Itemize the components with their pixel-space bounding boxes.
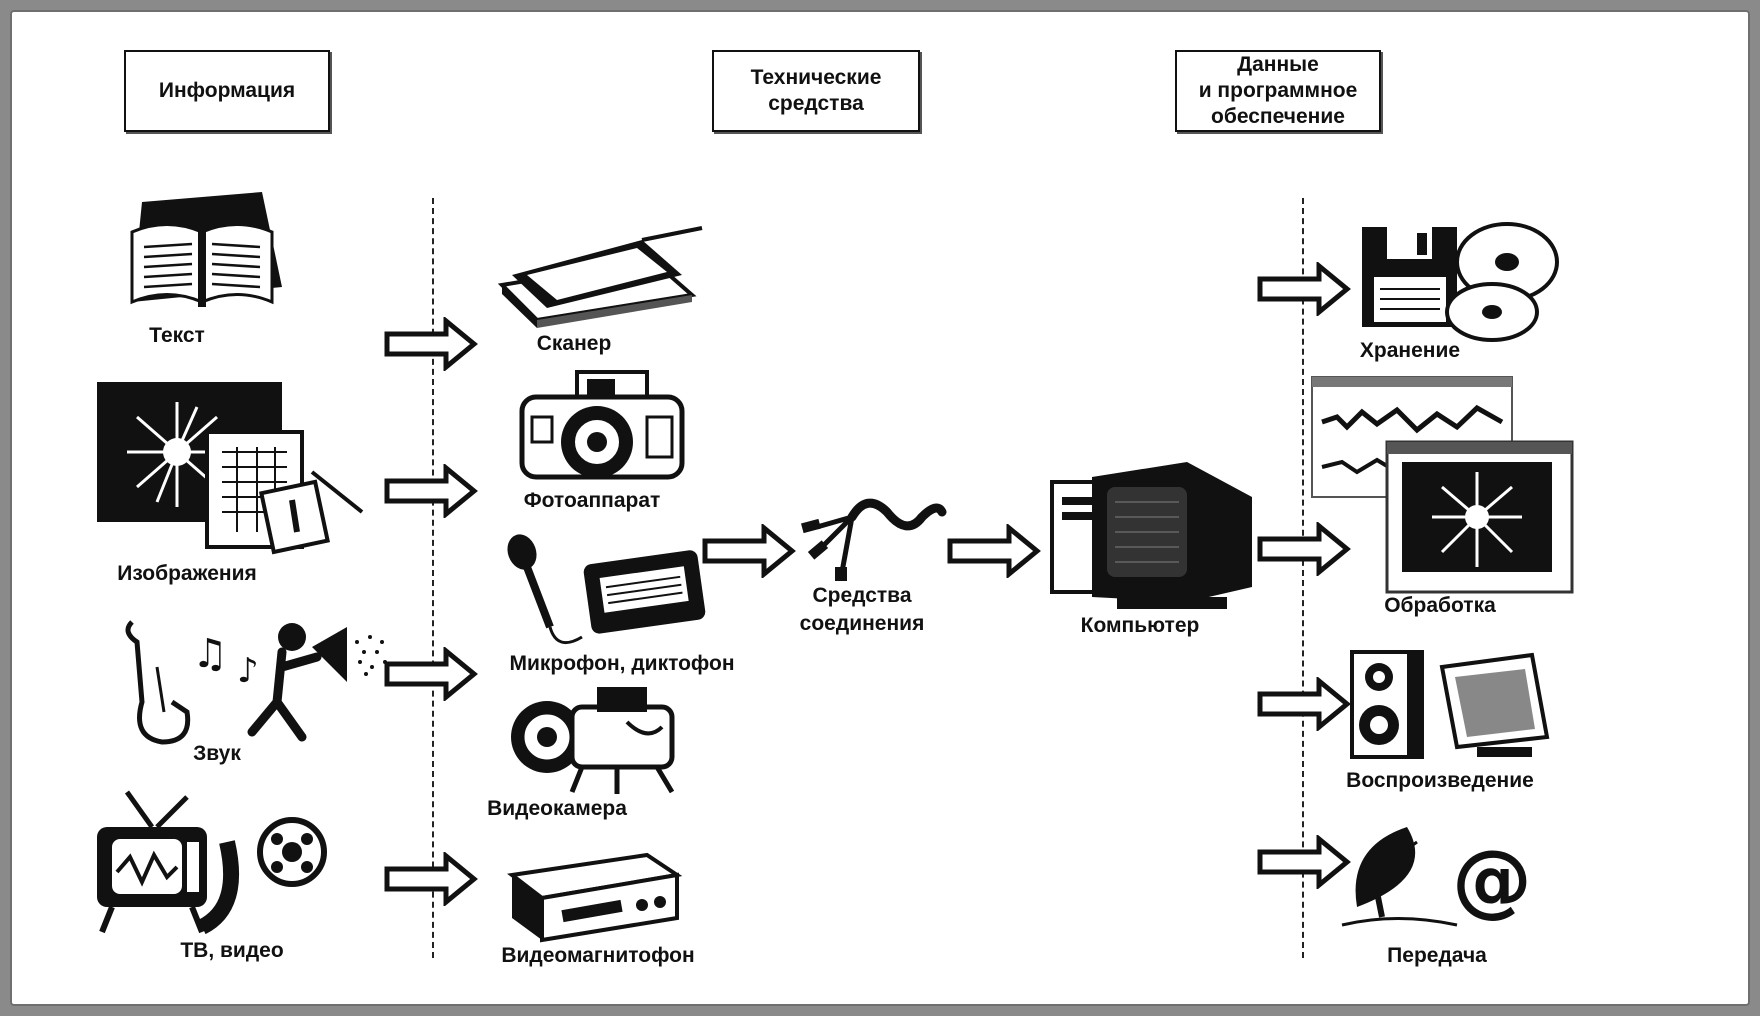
arrow-to-transmission: [1257, 835, 1351, 889]
svg-text:♫: ♫: [192, 631, 228, 677]
processing-screens-icon: [1311, 376, 1574, 594]
header-hardware: Технические средства: [712, 50, 920, 132]
svg-text:♪: ♪: [237, 651, 259, 691]
connection-label: Средства соединения: [799, 584, 925, 636]
computer-icon: [1050, 462, 1252, 609]
arrow-to-playback: [1257, 677, 1351, 731]
sound-icon: ♫ ♪: [125, 620, 387, 745]
svg-text:@: @: [1452, 833, 1532, 926]
image-icon: [97, 382, 364, 555]
camera-label: Фотоаппарат: [523, 489, 661, 512]
cable-connector-icon: [801, 498, 947, 581]
source-tv-video-label: ТВ, видео: [180, 939, 284, 962]
playback-label: Воспроизведение: [1346, 769, 1534, 792]
scanner-icon: [497, 226, 703, 328]
source-sound-label: Звук: [193, 742, 241, 765]
header-data-software: Данные и программное обеспечение: [1175, 50, 1381, 132]
divider-left: [432, 198, 434, 958]
vcr-label: Видеомагнитофон: [501, 944, 695, 967]
floppy-cd-icon: [1362, 222, 1559, 342]
header-information: Информация: [124, 50, 330, 132]
arrow-text-to-scanner: [384, 317, 478, 371]
book-icon: [130, 192, 282, 307]
arrow-to-storage: [1257, 262, 1351, 316]
storage-label: Хранение: [1359, 339, 1461, 362]
tv-video-icon: [97, 790, 327, 935]
arrow-to-processing: [1257, 522, 1351, 576]
scanner-label: Сканер: [536, 332, 612, 355]
arrow-connection-to-computer: [947, 524, 1041, 578]
source-images-label: Изображения: [117, 562, 257, 585]
speaker-monitor-icon: [1350, 650, 1550, 759]
camera-icon: [519, 370, 685, 480]
computer-label: Компьютер: [1080, 614, 1200, 637]
satellite-email-icon: @: [1341, 827, 1532, 927]
microphone-recorder-icon: [507, 534, 706, 645]
diagram-frame: Информация Технические средства Данные и…: [10, 10, 1750, 1006]
processing-label: Обработка: [1384, 594, 1496, 617]
source-text-label: Текст: [149, 324, 205, 347]
videocamera-label: Видеокамера: [487, 797, 627, 820]
arrow-sound-to-mic: [384, 647, 478, 701]
vcr-icon: [507, 852, 682, 943]
transmission-label: Передача: [1387, 944, 1487, 967]
videocamera-icon: [511, 687, 675, 794]
mic-recorder-label: Микрофон, диктофон: [509, 652, 735, 675]
divider-right: [1302, 198, 1304, 958]
arrow-images-to-camera: [384, 464, 478, 518]
arrow-tv-to-vcr: [384, 852, 478, 906]
arrow-devices-to-connection: [702, 524, 796, 578]
